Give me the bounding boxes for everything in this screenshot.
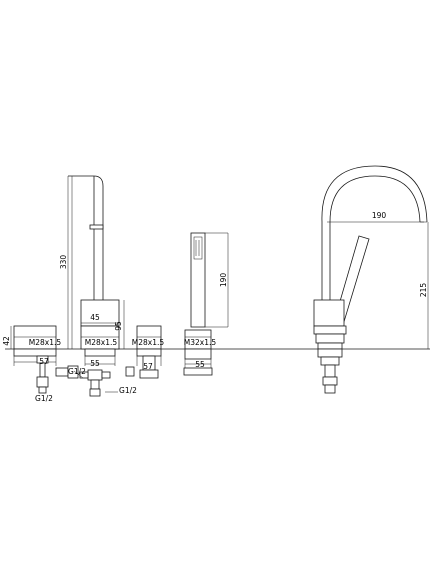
valve-left-width: 57 (39, 357, 49, 366)
valve-mid-width: 57 (143, 362, 153, 371)
spout-base-width: 45 (90, 313, 100, 322)
valve-left-height: 42 (2, 336, 11, 346)
spout-base-height: 95 (114, 321, 123, 331)
spout: 330 45 95 M28x1.5 55 G1/2 G1/2 (59, 175, 137, 397)
valve-left: 42 M28x1.5 57 G1/2 (2, 325, 79, 403)
side-view-height: 215 (419, 283, 428, 298)
valve-mid: M28x1.5 57 (132, 325, 165, 379)
spout-height: 330 (59, 255, 68, 270)
spout-outlet-bottom: G1/2 (119, 386, 137, 395)
valve-left-outlet: G1/2 (35, 394, 53, 403)
side-view-reach: 190 (372, 211, 387, 220)
spout-outlet-top: G1/2 (68, 367, 86, 376)
valve-left-thread: M28x1.5 (29, 338, 62, 347)
spout-width: 55 (90, 359, 100, 368)
valve-mid-thread: M28x1.5 (132, 338, 165, 347)
handshower-width: 55 (195, 360, 205, 369)
side-view: 190 215 (313, 165, 429, 394)
handshower: 190 M32x1.5 55 (183, 232, 229, 376)
handshower-thread: M32x1.5 (184, 338, 217, 347)
spout-thread: M28x1.5 (85, 338, 118, 347)
handshower-height: 190 (219, 273, 228, 288)
